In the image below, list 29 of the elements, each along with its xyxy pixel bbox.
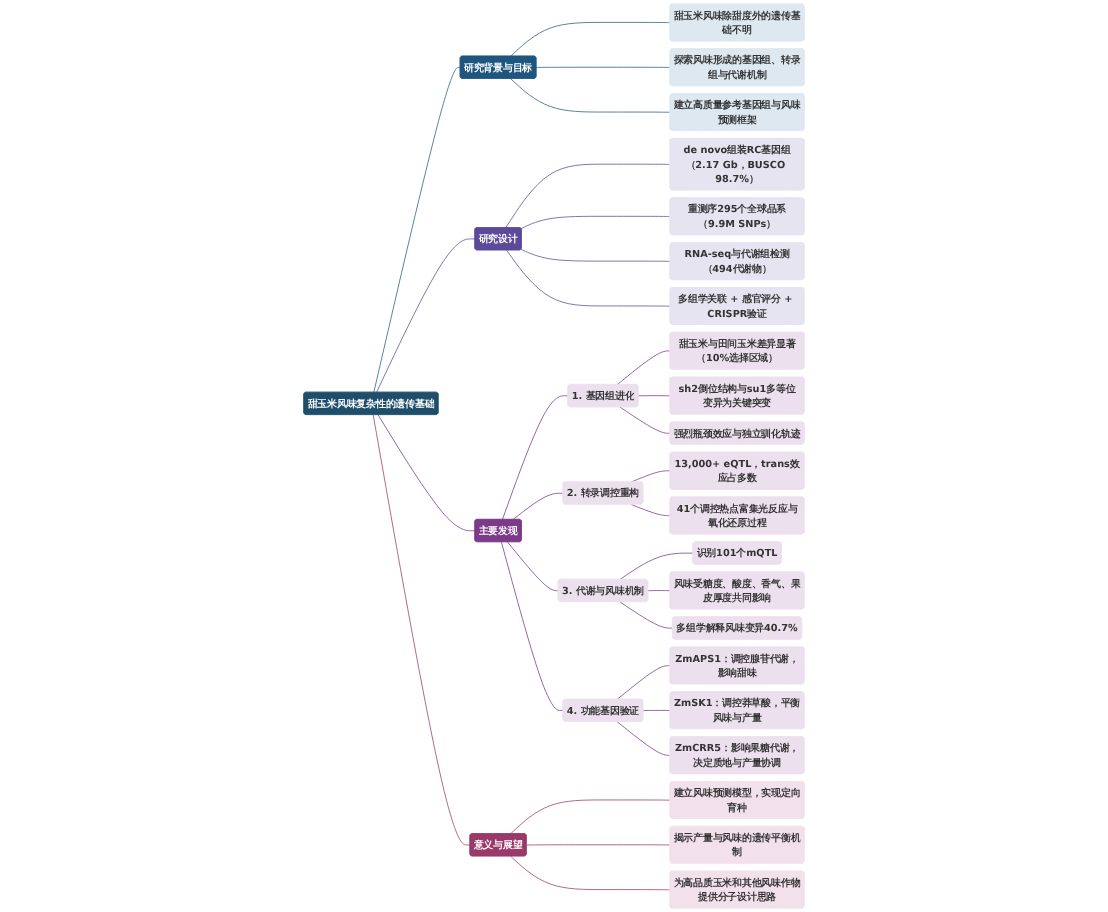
connector [501,541,564,711]
connector [619,406,671,434]
connector [512,492,564,520]
connector [376,238,476,393]
connector [510,799,671,835]
connector [616,721,671,756]
connector [505,163,671,229]
connector [619,552,694,580]
connector [535,66,671,68]
connector [526,844,671,846]
connector [372,414,471,846]
connector [619,601,674,629]
connector [638,395,671,397]
connector [377,414,476,532]
connector [510,855,671,891]
connector [507,541,559,592]
connector [510,78,671,113]
connector [510,22,671,57]
connector [630,470,671,483]
connector [616,665,671,700]
connector [502,395,569,520]
connector [506,249,671,307]
connector [616,350,671,385]
connector [642,710,671,711]
connector [630,504,671,517]
connector [520,215,671,229]
connector [373,67,461,393]
connector [520,249,671,262]
connector [647,590,671,592]
